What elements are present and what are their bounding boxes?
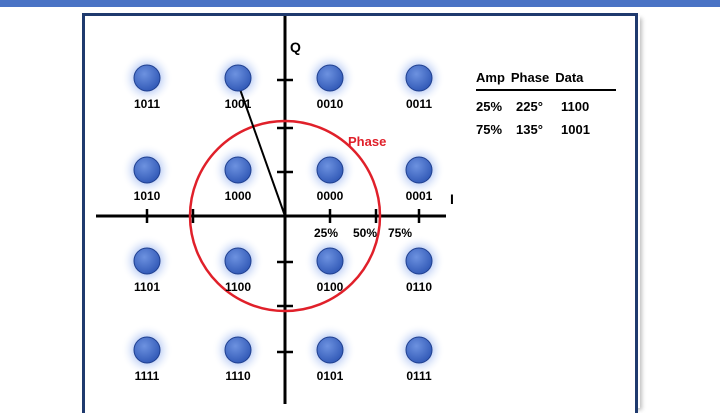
point-code-label: 0010 [317, 97, 344, 111]
amplitude-label-75: 75% [388, 226, 412, 240]
constellation-point-1010 [133, 156, 161, 184]
point-code-label: 0011 [406, 97, 432, 111]
phase-circle [188, 119, 382, 313]
constellation-point-0011 [405, 64, 433, 92]
slide-frame [82, 13, 638, 413]
amplitude-label-25: 25% [314, 226, 338, 240]
table-row: 75% 135° 1001 [476, 122, 616, 137]
cell-phase: 225° [516, 99, 543, 114]
constellation-point-0111 [405, 336, 433, 364]
point-code-label: 1011 [134, 97, 160, 111]
amp-phase-table: Amp Phase Data 25% 225° 1100 75% 135° 10… [476, 70, 616, 137]
constellation-point-1011 [133, 64, 161, 92]
i-axis-label: I [450, 191, 454, 207]
point-code-label: 1100 [225, 280, 251, 294]
cell-phase: 135° [516, 122, 543, 137]
constellation-point-0000 [316, 156, 344, 184]
point-code-label: 1111 [135, 369, 160, 383]
point-code-label: 0001 [406, 189, 433, 203]
point-code-label: 1001 [225, 97, 252, 111]
top-accent-bar [0, 0, 720, 7]
header-amp: Amp [476, 70, 505, 85]
constellation-point-1000 [224, 156, 252, 184]
cell-amp: 75% [476, 122, 503, 137]
amplitude-label-50: 50% [353, 226, 377, 240]
constellation-point-1101 [133, 247, 161, 275]
phase-vector [235, 77, 286, 217]
constellation-point-1111 [133, 336, 161, 364]
point-code-label: 1010 [134, 189, 161, 203]
cell-amp: 25% [476, 99, 503, 114]
constellation-diagram: 1011 1001 0010 0011 1010 1000 0000 0001 1101 1100… [96, 16, 454, 404]
point-code-label: 0111 [406, 369, 432, 383]
point-code-label: 1101 [134, 280, 160, 294]
constellation-point-0101 [316, 336, 344, 364]
header-data: Data [555, 70, 584, 85]
point-code-label: 0110 [406, 280, 432, 294]
constellation-point-1110 [224, 336, 252, 364]
point-code-label: 1110 [225, 369, 251, 383]
constellation-point-0100 [316, 247, 344, 275]
constellation-point-0010 [316, 64, 344, 92]
table-row: 25% 225° 1100 [476, 99, 616, 114]
point-code-label: 0101 [317, 369, 344, 383]
point-code-label: 1000 [225, 189, 252, 203]
point-code-label: 0100 [317, 280, 344, 294]
point-code-label: 0000 [317, 189, 344, 203]
q-axis-label: Q [290, 39, 301, 55]
table-header: Amp Phase Data [476, 70, 616, 91]
header-phase: Phase [510, 70, 550, 85]
constellation-point-0110 [405, 247, 433, 275]
constellation-point-0001 [405, 156, 433, 184]
cell-data: 1001 [561, 122, 590, 137]
phase-label: Phase [348, 134, 386, 149]
constellation-point-1100 [224, 247, 252, 275]
cell-data: 1100 [561, 99, 590, 114]
constellation-point-1001 [224, 64, 252, 92]
